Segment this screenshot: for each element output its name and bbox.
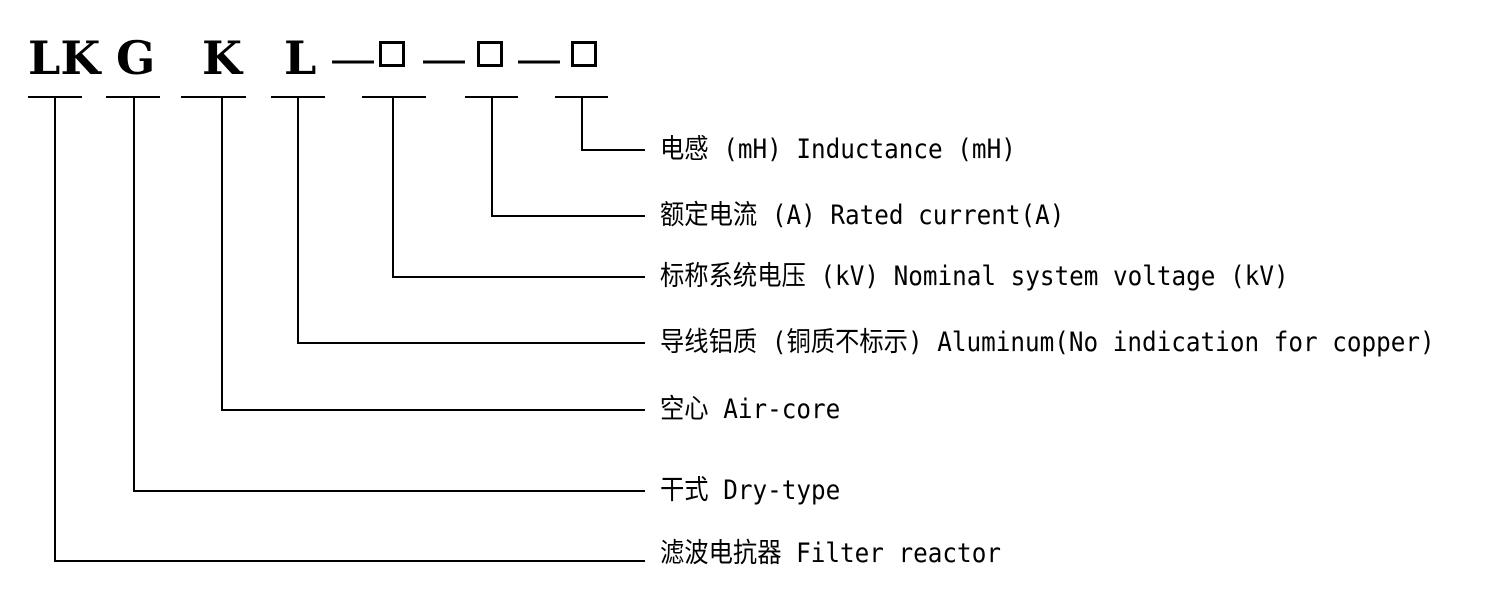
placeholder-box-current [477, 41, 503, 67]
label-rated-current: 额定电流 (A) Rated current(A) [660, 200, 1065, 231]
label-filter-reactor: 滤波电抗器 Filter reactor [660, 538, 1001, 569]
placeholder-box-inductance [571, 41, 597, 67]
leader-rated-current [491, 97, 645, 217]
code-dash-3: — [516, 31, 562, 85]
code-dash-1: — [330, 31, 376, 85]
leader-filter-reactor [54, 97, 645, 562]
code-segment-g: G [116, 31, 156, 85]
code-segment-k: K [202, 31, 242, 85]
leader-nominal-voltage [392, 97, 645, 278]
placeholder-box-voltage [379, 41, 405, 67]
label-nominal-voltage: 标称系统电压 (kV) Nominal system voltage (kV) [660, 261, 1289, 292]
leader-aluminum [297, 97, 645, 344]
label-aluminum: 导线铝质 (铜质不标示) Aluminum(No indication for … [660, 327, 1435, 358]
leader-air-core [221, 97, 645, 411]
leader-inductance [581, 97, 645, 151]
code-segment-lk: LK [28, 31, 101, 85]
code-segment-l: L [284, 31, 317, 85]
label-inductance: 电感 (mH) Inductance (mH) [660, 134, 1016, 165]
leader-dry-type [133, 97, 645, 492]
label-dry-type: 干式 Dry-type [660, 475, 841, 506]
label-air-core: 空心 Air-core [660, 394, 841, 425]
code-dash-2: — [421, 31, 467, 85]
